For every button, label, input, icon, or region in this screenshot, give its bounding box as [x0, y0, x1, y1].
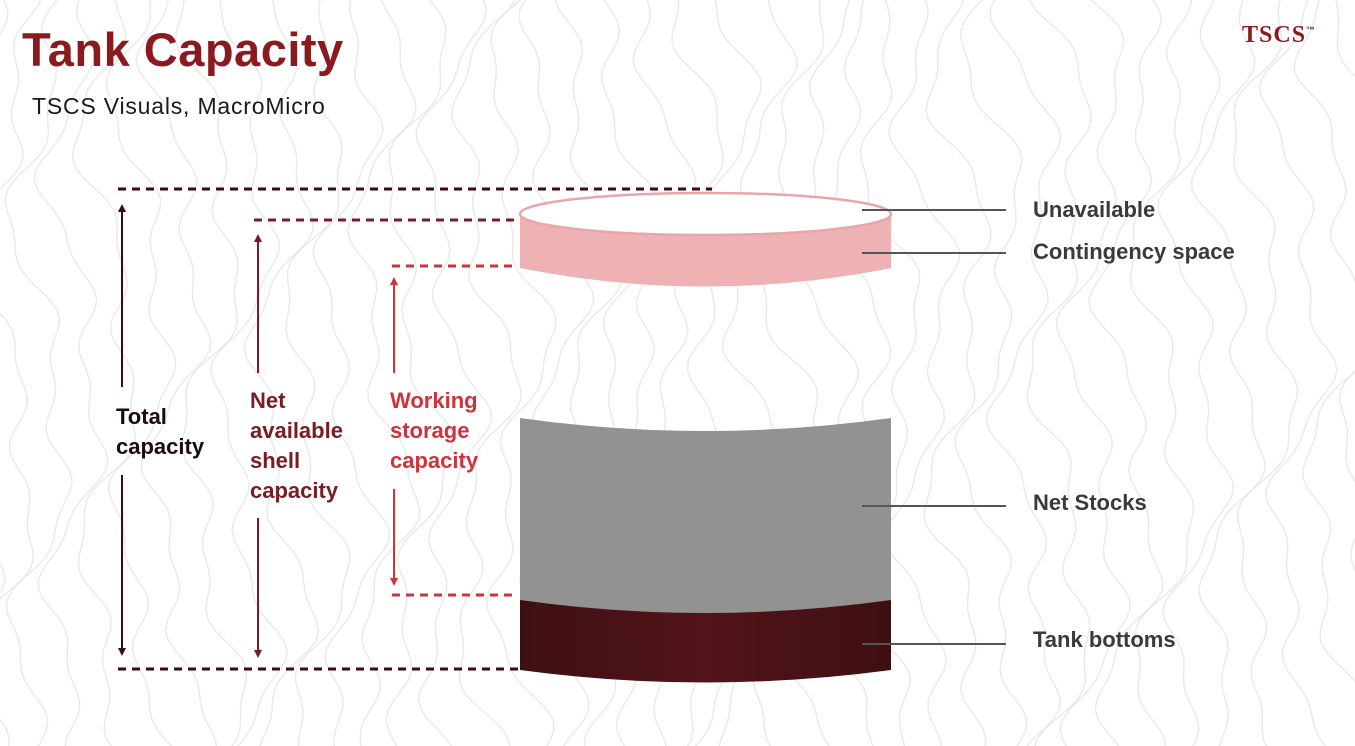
contour-line [209, 0, 288, 746]
total-capacity-label-line: Total [116, 404, 167, 429]
contour-line [174, 0, 248, 746]
net-shell-label-line: available [250, 418, 343, 443]
page-title: Tank Capacity [22, 23, 344, 76]
contour-line [312, 0, 390, 746]
brand-text: TSCS [1242, 22, 1307, 48]
contour-line [985, 0, 1062, 746]
brand-logo: TSCS™ [1242, 22, 1316, 49]
net-available-shell-capacity-label: Net available shell capacity [250, 386, 343, 506]
trademark-mark: ™ [1306, 25, 1317, 35]
total-capacity-label: Total capacity [116, 402, 204, 462]
contour-line [4, 0, 73, 746]
total-capacity-label-line: capacity [116, 434, 205, 459]
contour-line [0, 0, 42, 746]
working-storage-label-line: capacity [390, 448, 479, 473]
unavailable-label: Unavailable [1033, 197, 1156, 222]
contour-line [1088, 0, 1164, 746]
contour-line [1258, 0, 1338, 746]
working-storage-label-line: Working [390, 388, 478, 413]
contour-line [385, 0, 454, 746]
page-subtitle: TSCS Visuals, MacroMicro [32, 93, 326, 119]
contour-line [1026, 0, 1092, 746]
reference-lines [118, 187, 712, 671]
contour-line [1190, 0, 1266, 746]
contour-line [485, 0, 557, 746]
contour-line [954, 0, 1028, 746]
net-shell-label-line: shell [250, 448, 301, 473]
contour-line [243, 0, 320, 746]
contour-line [135, 0, 218, 746]
contingency-space-label: Contingency space [1033, 239, 1235, 264]
contour-line [1129, 0, 1195, 746]
working-storage-capacity-label: Working storage capacity [390, 386, 478, 476]
contour-line [285, 0, 351, 746]
contour-line [72, 0, 137, 746]
contour-line [1055, 0, 1131, 746]
tank-bottoms-label: Tank bottoms [1033, 627, 1176, 652]
contour-line [450, 0, 522, 746]
working-storage-label-line: storage [390, 418, 470, 443]
net-shell-label-line: capacity [250, 478, 339, 503]
contour-line [1233, 0, 1299, 746]
tank-bottoms-layer [520, 598, 891, 683]
net-shell-label-line: Net [250, 388, 286, 413]
net-stocks-label: Net Stocks [1033, 490, 1147, 515]
net-stocks-layer [520, 418, 891, 613]
tank-top-ellipse [518, 191, 893, 237]
contour-line [883, 0, 960, 746]
leader-lines [862, 209, 1006, 645]
contour-line [347, 0, 421, 746]
contour-line [923, 0, 992, 746]
contour-line [105, 0, 177, 746]
tank [518, 191, 893, 683]
contour-line [415, 0, 493, 746]
contour-line [33, 0, 109, 746]
contour-line [1335, 0, 1355, 573]
contour-line [1157, 0, 1235, 746]
